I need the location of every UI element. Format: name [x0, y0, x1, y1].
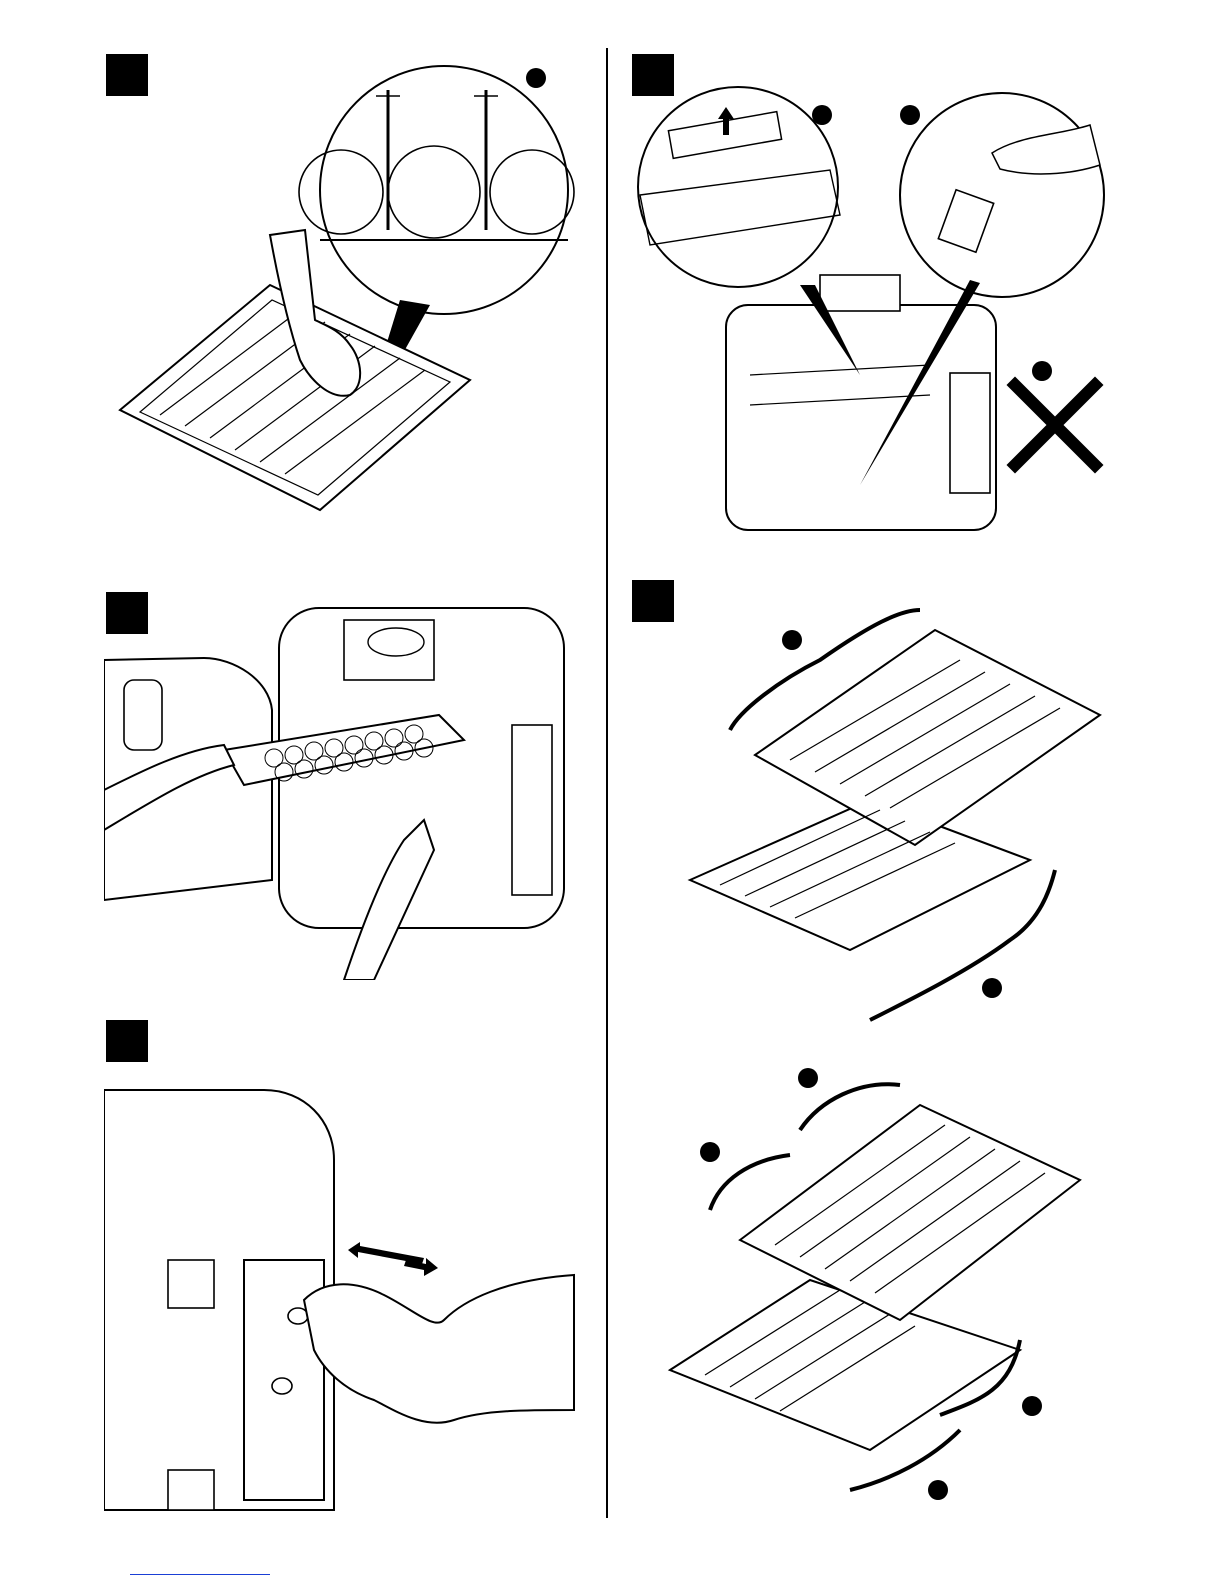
callout-dot	[1032, 361, 1052, 381]
callout-dot	[812, 105, 832, 125]
callout-dot	[1022, 1396, 1042, 1416]
callout-dot	[700, 1142, 720, 1162]
panel-stacked-trays-alt	[660, 1060, 1110, 1520]
panel-incubator-details	[630, 85, 1110, 565]
footer-link-underline[interactable]	[130, 1574, 270, 1575]
egg-tray-spacing-illustration	[100, 60, 590, 550]
stacked-trays-illustration	[670, 600, 1110, 1030]
callout-dot	[982, 978, 1002, 998]
double-arrow-icon	[348, 1242, 438, 1276]
panel-stacked-trays	[670, 600, 1110, 1030]
panel-loading-tray	[104, 600, 574, 980]
incubator-details-illustration	[630, 85, 1110, 565]
step-marker	[106, 1020, 148, 1062]
step-marker	[632, 580, 674, 622]
stacked-trays-alt-illustration	[660, 1060, 1110, 1520]
prohibited-cross-icon	[1015, 385, 1095, 465]
column-divider	[606, 48, 608, 1518]
loading-tray-illustration	[104, 600, 574, 980]
panel-egg-tray-spacing	[100, 60, 590, 550]
callout-dot	[798, 1068, 818, 1088]
callout-dot	[526, 68, 546, 88]
panel-vent-adjust	[104, 1070, 579, 1520]
callout-dot	[782, 630, 802, 650]
callout-dot	[900, 105, 920, 125]
callout-dot	[928, 1480, 948, 1500]
vent-adjust-illustration	[104, 1070, 579, 1520]
